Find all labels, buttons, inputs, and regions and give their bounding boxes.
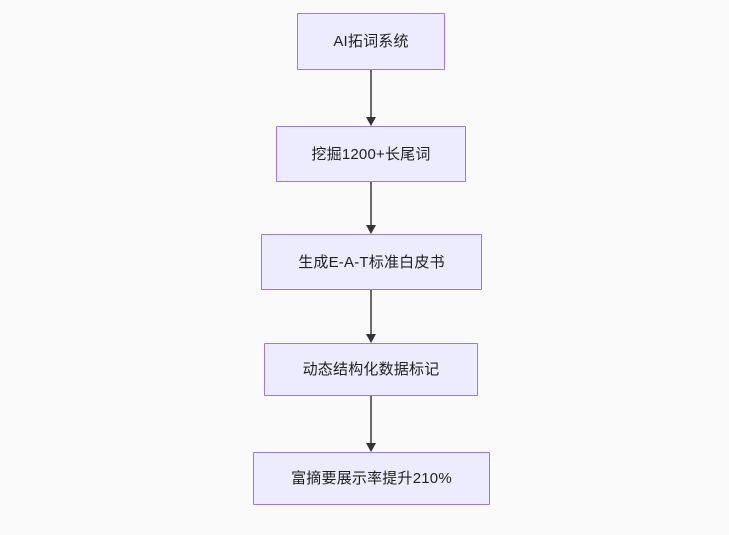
edge-line [370,290,372,335]
flow-node-label: 富摘要展示率提升210% [291,470,452,487]
flow-node-ai-keyword-system[interactable]: AI拓词系统 [297,13,445,70]
edge-line [370,70,372,118]
arrowhead-icon [366,225,376,234]
arrowhead-icon [366,443,376,452]
flow-node-label: AI拓词系统 [333,33,409,50]
flow-node-generate-eat-whitepaper[interactable]: 生成E-A-T标准白皮书 [261,234,482,290]
edge-line [370,396,372,444]
flow-node-label: 挖掘1200+长尾词 [311,145,431,163]
flow-node-label: 动态结构化数据标记 [302,361,440,378]
edge-line [370,182,372,226]
arrowhead-icon [366,117,376,126]
flow-node-dynamic-structured-data-markup[interactable]: 动态结构化数据标记 [264,343,478,396]
arrowhead-icon [366,334,376,343]
flow-node-mine-longtail-keywords[interactable]: 挖掘1200+长尾词 [276,126,466,182]
flow-node-label: 生成E-A-T标准白皮书 [298,253,445,271]
flow-node-rich-snippet-uplift[interactable]: 富摘要展示率提升210% [253,452,490,505]
